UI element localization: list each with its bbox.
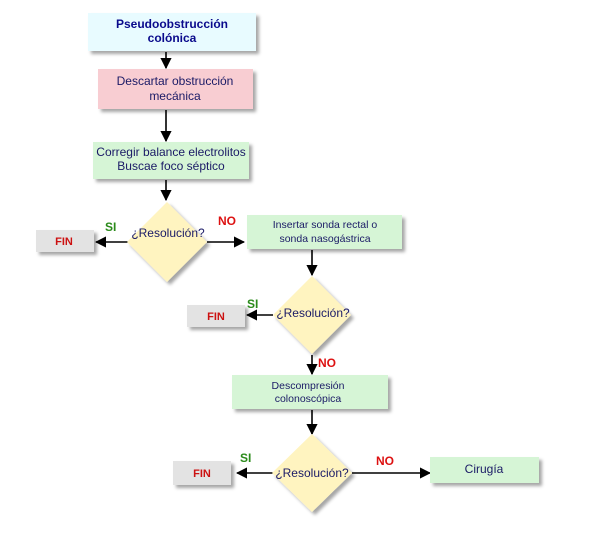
insert-node: Insertar sonda rectal o sonda nasogástri… <box>247 215 402 249</box>
end1-node: FIN <box>36 230 94 252</box>
end1-box <box>36 230 94 252</box>
surgery-node-box <box>430 457 539 483</box>
surgery-node: Cirugía <box>430 457 539 483</box>
end2-node: FIN <box>187 305 245 327</box>
correct-node: Corregir balance electrolitos Buscae foc… <box>93 142 249 179</box>
connectors <box>94 52 432 479</box>
decision3-label: ¿Resolución? <box>275 466 349 480</box>
edge-label-si1: SI <box>105 220 116 234</box>
end3-node: FIN <box>173 461 231 485</box>
decision2-label: ¿Resolución? <box>276 306 350 320</box>
decision3-node: ¿Resolución? <box>272 434 352 512</box>
start-node: Pseudoobstrucción colónica <box>88 13 256 51</box>
surgery-node-label: Cirugía <box>465 462 504 476</box>
edge-label-no1: NO <box>218 214 236 228</box>
discard-node-box <box>98 69 253 109</box>
decompress-node: Descompresión colonoscópica <box>232 375 388 409</box>
end2-box <box>187 305 245 327</box>
decision1-label: ¿Resolución? <box>131 226 205 240</box>
correct-node-line2: Buscae foco séptico <box>117 159 225 173</box>
start-node-box <box>88 13 256 51</box>
end1-label: FIN <box>55 236 73 248</box>
insert-node-line1: Insertar sonda rectal o <box>273 219 378 231</box>
start-node-line1: Pseudoobstrucción <box>116 17 228 31</box>
discard-node-line1: Descartar obstrucción <box>117 74 234 88</box>
edge-label-si3: SI <box>240 451 251 465</box>
end3-box <box>173 461 231 485</box>
correct-node-line1: Corregir balance electrolitos <box>96 145 245 159</box>
edge-label-no2: NO <box>318 356 336 370</box>
decision2-node: ¿Resolución? <box>273 276 351 354</box>
discard-node-line2: mecánica <box>149 89 201 103</box>
decompress-node-line1: Descompresión <box>272 380 345 392</box>
decompress-node-line2: colonoscópica <box>275 393 342 405</box>
decision1-node: ¿Resolución? <box>127 202 207 282</box>
decompress-node-box <box>232 375 388 409</box>
decision2-diamond <box>273 276 351 354</box>
edge-label-no3: NO <box>376 454 394 468</box>
decision3-diamond <box>272 434 352 512</box>
decision1-diamond <box>127 202 207 282</box>
correct-node-box <box>93 142 249 179</box>
start-node-line2: colónica <box>148 31 197 45</box>
insert-node-box <box>247 215 402 249</box>
discard-node: Descartar obstrucción mecánica <box>98 69 253 109</box>
end3-label: FIN <box>193 468 211 480</box>
insert-node-line2: sonda nasogástrica <box>279 233 370 245</box>
end2-label: FIN <box>207 311 225 323</box>
edge-label-si2: SI <box>247 297 258 311</box>
